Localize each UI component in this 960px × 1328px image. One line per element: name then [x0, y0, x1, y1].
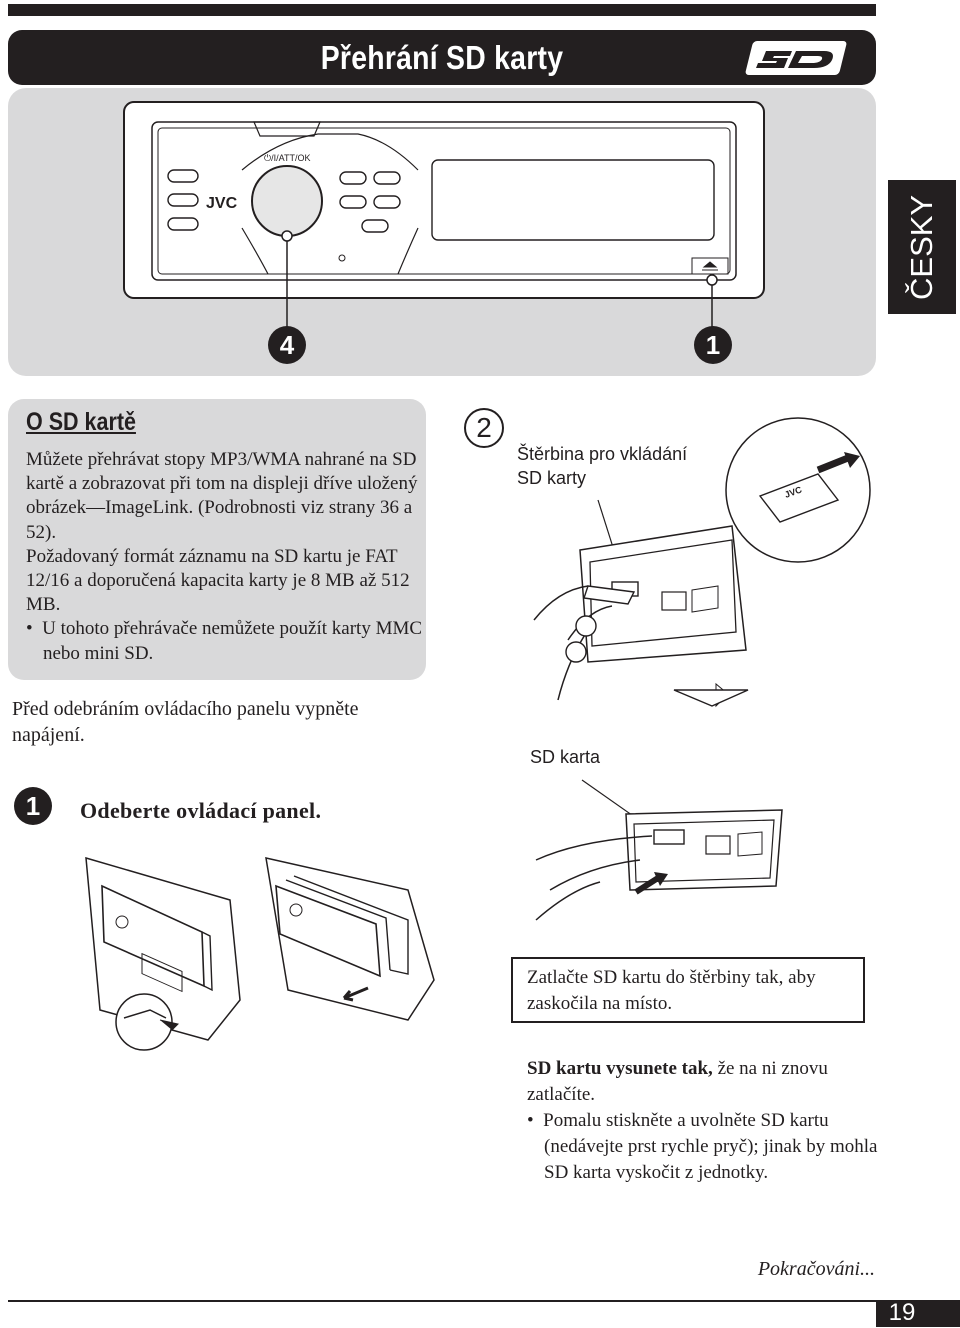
footer-rule: [8, 1300, 960, 1302]
page-number: 19: [888, 1299, 916, 1326]
step-2-badge: 2: [464, 408, 504, 448]
page-title: Přehrání SD karty: [320, 39, 564, 76]
remove-panel-illustration-b: [265, 857, 435, 1021]
car-stereo-illustration: JVC ⏻/I/ATT/OK: [123, 101, 765, 330]
push-card-note-box: [511, 957, 865, 1023]
step-1-badge: 1: [14, 787, 52, 825]
language-label: ČESKY: [904, 194, 939, 300]
language-tab: [888, 180, 956, 314]
title-bar: [8, 30, 876, 85]
power-button-label: ⏻/I/ATT/OK: [264, 153, 310, 163]
power-off-warning: Před odebráním ovládacího panelu vypněte…: [12, 698, 359, 746]
about-sd-paragraph-1: Můžete přehrávat stopy MP3/WMA nahrané n…: [26, 449, 418, 543]
step-1-instruction: Odeberte ovládací panel.: [80, 798, 322, 823]
remove-panel-illustration-a: [85, 856, 241, 1051]
slot-label: Štěrbina pro vkládání SD karty: [517, 444, 688, 488]
push-card-note: Zatlačte SD kartu do štěrbiny tak, aby z…: [527, 967, 816, 1014]
insert-card-illustration: JVC: [533, 417, 871, 708]
about-sd-text: Můžete přehrávat stopy MP3/WMA nahrané n…: [26, 448, 426, 666]
about-sd-paragraph-2: Požadovaný formát záznamu na SD kartu je…: [26, 545, 410, 616]
sd-card-inserted-illustration: [535, 779, 783, 921]
device-brand: JVC: [206, 195, 238, 212]
eject-instructions: SD kartu vysunete tak, že na ni znovu za…: [527, 1056, 887, 1186]
callout-1: 1: [694, 326, 732, 364]
about-sd-heading: O SD kartě: [26, 408, 136, 436]
header-top-rule: [8, 4, 876, 16]
callout-4: 4: [268, 326, 306, 364]
sd-card-label: SD karta: [530, 747, 601, 767]
eject-bullet: • Pomalu stiskněte a uvolněte SD kartu (…: [527, 1110, 878, 1183]
continued-label: Pokračováni...: [757, 1258, 875, 1280]
about-sd-bullet: • U tohoto přehrávače nemůžete použít ka…: [26, 618, 423, 664]
sd-logo-icon: [745, 41, 847, 75]
page-number-box: [876, 1301, 960, 1327]
eject-main: SD kartu vysunete tak, že na ni znovu za…: [527, 1058, 828, 1105]
about-sd-box: [8, 399, 426, 680]
